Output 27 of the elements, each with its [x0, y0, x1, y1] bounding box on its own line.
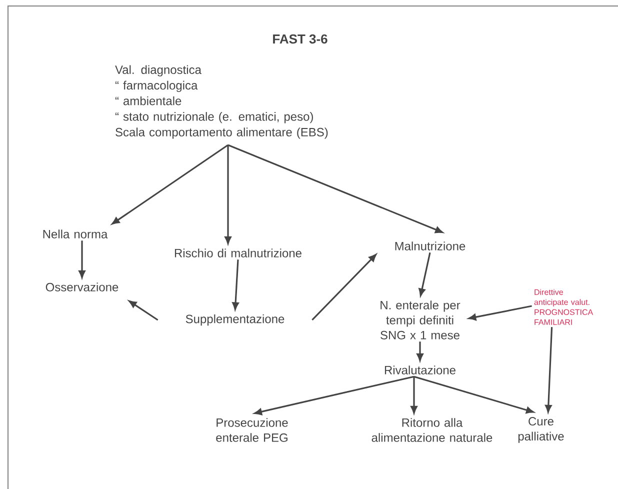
arrow: [254, 376, 414, 416]
assessment-list: Val. diagnostica “ farmacologica “ ambientale “ stato nutrizionale (e. ematici, peso) Scala comportamento alimentare (EBS): [115, 65, 328, 139]
node-text: Rischio di malnutrizione: [174, 248, 302, 258]
arrow: [468, 305, 532, 321]
arrow: [224, 144, 232, 244]
node-text: Supplementazione: [186, 314, 284, 326]
node-text: N. enterale per tempi definiti SNG x 1 mese: [380, 300, 460, 340]
node-text: Prosecuzione enterale PEG: [216, 418, 288, 442]
arrow: [312, 254, 376, 321]
arrow: [128, 300, 158, 321]
arrow: [228, 144, 443, 234]
arrow: [410, 376, 418, 414]
node-text: Nella norma: [43, 230, 108, 238]
node-text: Rivalutazione: [384, 366, 456, 374]
title: FAST 3-6: [273, 34, 328, 44]
arrow: [414, 376, 534, 414]
arrow: [232, 260, 239, 310]
arrow: [416, 342, 424, 362]
node-text: Osservazione: [46, 282, 118, 292]
node-text: Cure palliative: [518, 417, 564, 443]
note-text: Direttive anticipate valut. PROGNOSTICA FAMILIARI: [534, 289, 594, 325]
node-text: Ritorno alla alimentazione naturale: [372, 418, 492, 442]
arrow: [545, 327, 553, 413]
arrow: [112, 144, 228, 224]
arrow: [418, 252, 431, 296]
arrow: [78, 240, 86, 278]
node-text: Malnutrizione: [395, 242, 466, 250]
